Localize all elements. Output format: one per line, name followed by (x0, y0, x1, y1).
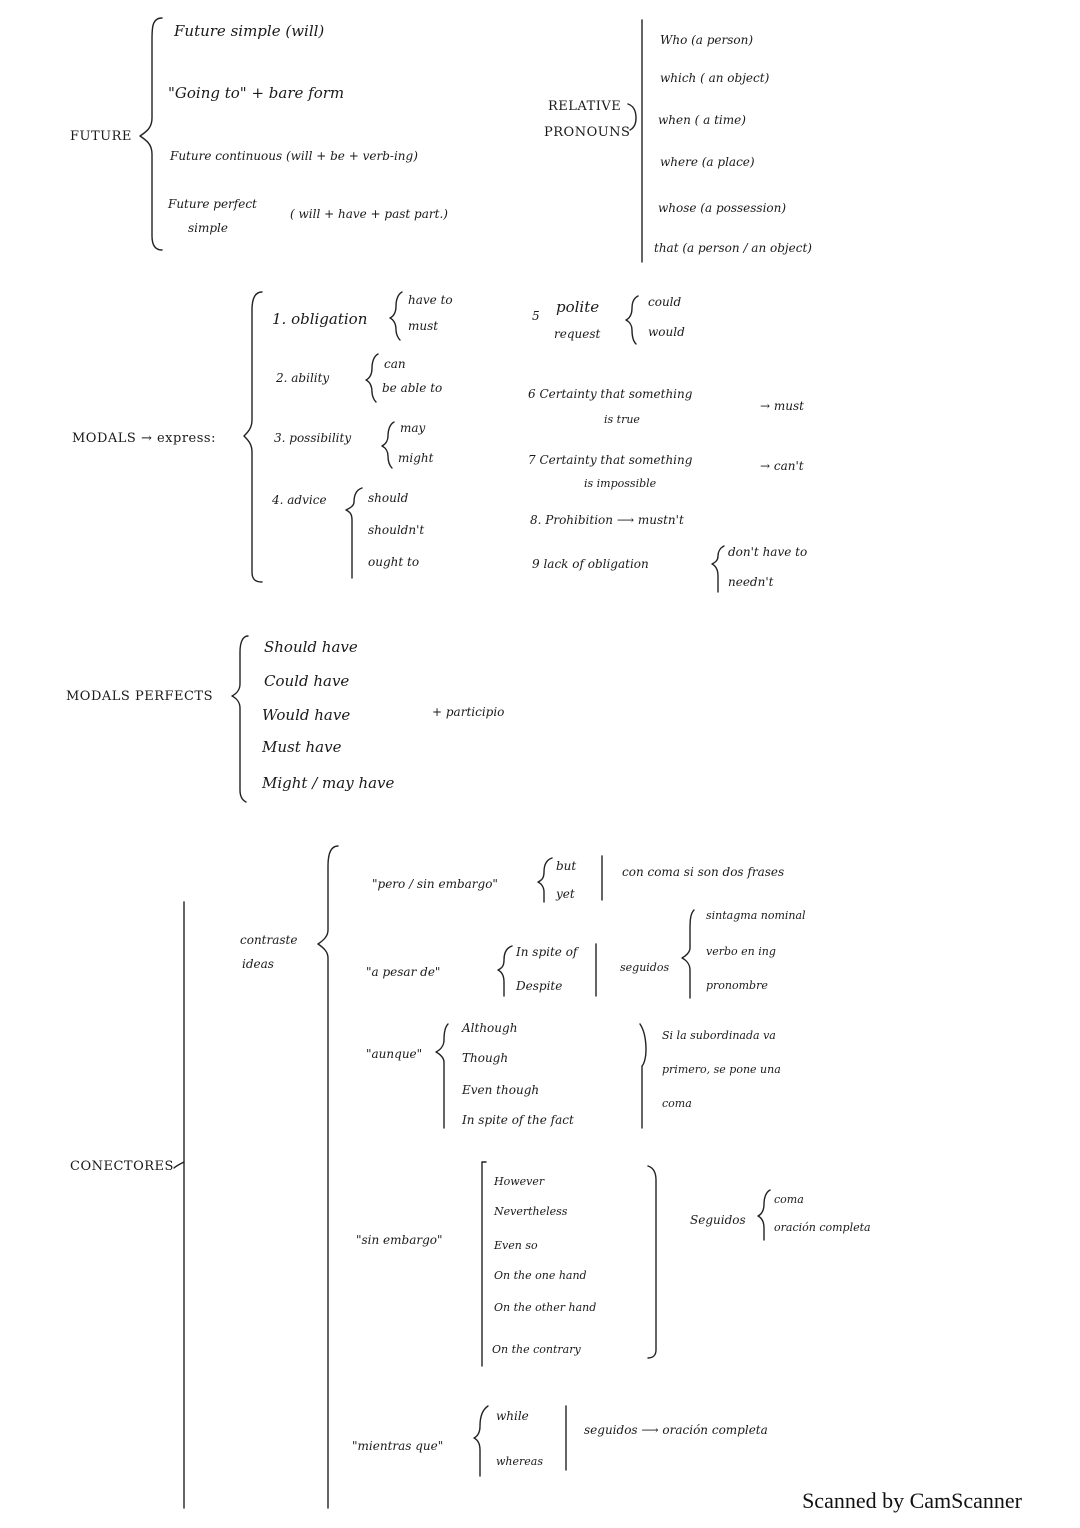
a-pesar-seguidos: seguidos (620, 961, 670, 974)
modal-perfect-5: Might / may have (262, 774, 395, 792)
modal-possibility-label: 3. possibility (274, 431, 352, 445)
mientras-label: "mientras que" (352, 1439, 444, 1453)
sin-embargo-label: "sin embargo" (356, 1233, 443, 1247)
modal-ability-opt-1: can (384, 357, 406, 371)
aunque-opt-1: Although (462, 1021, 518, 1035)
scanner-watermark: Scanned by CamScanner (802, 1488, 1022, 1513)
relative-title-2: PRONOUNS (544, 125, 631, 140)
modal-lack-opt-2: needn't (728, 575, 774, 589)
relative-which: which ( an object) (660, 71, 770, 85)
aunque-note-3: coma (662, 1097, 692, 1110)
modal-lack-opt-1: don't have to (728, 545, 808, 559)
a-pesar-opt-1: In spite of (516, 945, 578, 959)
modal-advice-opt-2: shouldn't (368, 523, 425, 537)
sin-embargo-opt-6: On the contrary (492, 1343, 581, 1356)
a-pesar-target-2: verbo en ing (706, 945, 776, 958)
contraste-label-2: ideas (242, 957, 274, 971)
sin-embargo-opt-4: On the one hand (494, 1269, 587, 1282)
sin-embargo-opt-5: On the other hand (494, 1301, 597, 1314)
future-perfect-note: ( will + have + past part.) (290, 207, 448, 221)
modal-polite-opt-1: could (648, 295, 682, 309)
modal-possibility-opt-1: may (400, 421, 426, 435)
modal-polite-label-1: polite (556, 298, 600, 316)
modal-lack-label: 9 lack of obligation (532, 557, 649, 571)
modal-perfects-title: MODALS PERFECTS (66, 689, 214, 704)
modals-title: MODALS → express: (72, 431, 216, 446)
relative-that: that (a person / an object) (654, 241, 812, 255)
modal-certainty-impossible-result: → can't (760, 459, 804, 473)
modal-ability-opt-2: be able to (382, 381, 443, 395)
modal-perfect-3: Would have (262, 706, 351, 724)
sin-embargo-opt-2: Nevertheless (494, 1205, 568, 1218)
a-pesar-target-3: pronombre (706, 979, 768, 992)
relative-title-1: RELATIVE (548, 99, 622, 114)
modal-certainty-true-1: 6 Certainty that something (528, 387, 693, 401)
future-simple: Future simple (will) (174, 22, 325, 40)
sin-embargo-opt-1: However (494, 1175, 545, 1188)
modal-perfect-4: Must have (262, 738, 342, 756)
sin-embargo-seguidos: Seguidos (690, 1213, 746, 1227)
relative-where: where (a place) (660, 155, 755, 169)
mientras-opt-2: whereas (496, 1455, 543, 1468)
pero-opt-but: but (556, 859, 577, 873)
aunque-opt-3: Even though (462, 1083, 540, 1097)
modal-polite-num: 5 (532, 309, 540, 323)
modal-obligation-opt-2: must (408, 319, 439, 333)
future-going-to: "Going to" + bare form (168, 84, 345, 102)
modal-certainty-impossible-1: 7 Certainty that something (528, 453, 693, 467)
future-continuous: Future continuous (will + be + verb-ing) (170, 149, 418, 163)
a-pesar-target-1: sintagma nominal (706, 909, 806, 922)
modal-certainty-true-result: → must (760, 399, 804, 413)
modal-certainty-true-2: is true (604, 413, 640, 426)
aunque-label: "aunque" (366, 1047, 423, 1061)
pero-opt-yet: yet (556, 887, 575, 901)
sin-embargo-opt-3: Even so (494, 1239, 538, 1252)
modal-obligation-opt-1: have to (408, 293, 453, 307)
modal-obligation-label: 1. obligation (272, 310, 368, 328)
modal-polite-opt-2: would (648, 325, 685, 339)
modal-advice-opt-3: ought to (368, 555, 420, 569)
conectores-title: CONECTORES (70, 1159, 174, 1174)
mientras-note: seguidos ⟶ oración completa (584, 1423, 768, 1437)
pero-label: "pero / sin embargo" (372, 877, 498, 891)
aunque-opt-2: Though (462, 1051, 509, 1065)
aunque-note-2: primero, se pone una (662, 1063, 781, 1076)
future-perfect-simple: simple (188, 221, 228, 235)
modal-possibility-opt-2: might (398, 451, 434, 465)
modal-advice-label: 4. advice (272, 493, 327, 507)
a-pesar-opt-2: Despite (516, 979, 563, 993)
relative-who: Who (a person) (660, 33, 754, 47)
a-pesar-label: "a pesar de" (366, 965, 441, 979)
modal-advice-opt-1: should (368, 491, 409, 505)
aunque-opt-4: In spite of the fact (462, 1113, 574, 1127)
mientras-opt-1: while (496, 1409, 529, 1423)
future-title: FUTURE (70, 129, 132, 144)
modal-perfect-1: Should have (264, 638, 358, 656)
relative-whose: whose (a possession) (658, 201, 787, 215)
modal-polite-label-2: request (554, 327, 601, 341)
future-perfect: Future perfect (168, 197, 257, 211)
modal-ability-label: 2. ability (276, 371, 330, 385)
modal-perfects-suffix: + participio (432, 705, 505, 719)
sin-embargo-target-2: oración completa (774, 1221, 871, 1234)
modal-perfect-2: Could have (264, 672, 350, 690)
aunque-note-1: Si la subordinada va (662, 1029, 776, 1042)
modal-certainty-impossible-2: is impossible (584, 477, 657, 490)
modal-prohibition: 8. Prohibition ⟶ mustn't (530, 513, 684, 527)
pero-note: con coma si son dos frases (622, 865, 785, 879)
contraste-label-1: contraste (240, 933, 298, 947)
sin-embargo-target-1: coma (774, 1193, 804, 1206)
relative-when: when ( a time) (658, 113, 746, 127)
